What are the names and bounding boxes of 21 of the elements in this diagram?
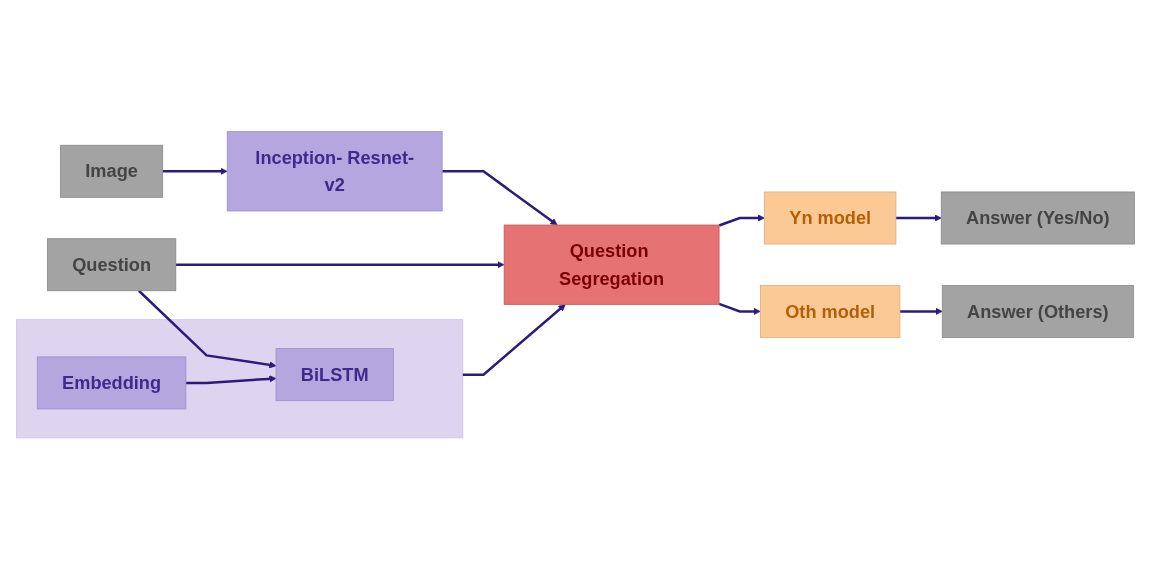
- arrow: [895, 214, 942, 222]
- arrow: [462, 303, 566, 376]
- node-box: Image: [60, 144, 164, 198]
- arrow: [175, 260, 505, 269]
- arrow: [442, 169, 558, 226]
- arrow: [162, 167, 228, 175]
- node-box: Question: [46, 238, 177, 291]
- node-box: Yn model: [764, 191, 897, 245]
- arrow: [185, 375, 277, 384]
- node-box: Inception- Resnet-v2: [226, 130, 443, 212]
- node-box: Answer (Others): [941, 284, 1134, 338]
- arrow: [718, 302, 761, 315]
- cluster: [16, 319, 464, 439]
- node-box: BiLSTM: [275, 347, 394, 401]
- arrow: [899, 307, 943, 315]
- arrow: [718, 214, 765, 227]
- node-box: Embedding: [36, 356, 187, 410]
- node-box: Answer (Yes/No): [940, 191, 1135, 245]
- arrow: [138, 289, 277, 369]
- node-box: Oth model: [760, 284, 901, 338]
- node-box: Question Segregation: [503, 224, 720, 305]
